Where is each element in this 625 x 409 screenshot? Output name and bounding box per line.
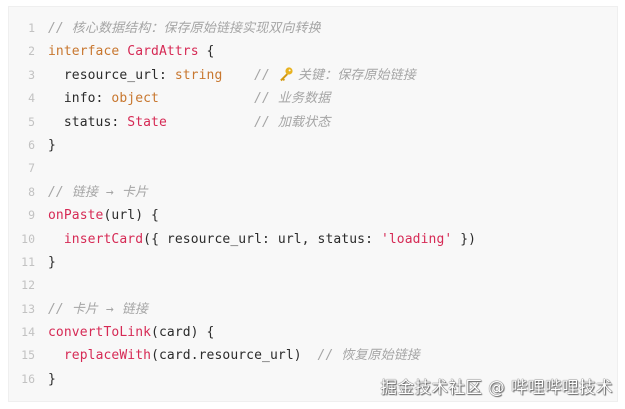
code-token (167, 115, 254, 130)
comment-token: // (254, 67, 278, 83)
line-code: resource_url: string // 关键：保存原始链接 (48, 64, 416, 87)
line-code: // 卡片 → 链接 (48, 298, 148, 321)
comment-token: // 业务数据 (254, 91, 331, 107)
code-token: resource_url: (48, 67, 175, 83)
code-token: info: (48, 91, 112, 107)
code-token: } (48, 371, 56, 387)
line-code: } (48, 134, 56, 157)
comment-token: 关键：保存原始链接 (297, 67, 416, 83)
keyword-token: object (111, 91, 159, 107)
code-line: 14 convertToLink(card) { (9, 321, 476, 344)
code-token: status: (48, 114, 128, 130)
line-code: onPaste(url) { (48, 204, 159, 227)
line-code: replaceWith(card.resource_url) // 恢复原始链接 (48, 344, 420, 367)
key-icon (278, 66, 294, 82)
line-number: 3 (28, 67, 35, 82)
line-number: 11 (21, 254, 35, 269)
code-token: (card.resource_url) (151, 348, 318, 364)
watermark: 掘金技术社区 @ 哔哩哔哩技术 (380, 378, 613, 397)
function-token: convertToLink (48, 325, 152, 341)
code-line: 8 // 链接 → 卡片 (9, 181, 476, 204)
code-block: 1 // 核心数据结构：保存原始链接实现双向转换 2 interface CardAt… (8, 6, 618, 402)
code-token (159, 91, 254, 106)
line-number: 8 (28, 184, 35, 199)
line-code: convertToLink(card) { (48, 321, 214, 344)
function-token: replaceWith (63, 348, 152, 364)
line-code: // 链接 → 卡片 (48, 181, 148, 204)
comment-token: // 加载状态 (254, 114, 331, 130)
line-number: 13 (21, 301, 35, 316)
line-number: 9 (28, 208, 35, 223)
comment-token: // 恢复原始链接 (317, 348, 420, 364)
line-number: 7 (28, 161, 35, 176)
code-token: { (198, 44, 215, 60)
line-number: 6 (28, 137, 35, 152)
code-token: } (48, 254, 56, 270)
code-token: ({ resource_url: url, status: (143, 231, 381, 247)
line-number: 10 (21, 231, 35, 246)
line-number: 15 (21, 348, 35, 363)
code-token: }) (452, 231, 477, 247)
code-token (222, 68, 254, 83)
code-line: 4 info: object // 业务数据 (9, 87, 476, 110)
code-lines: 1 // 核心数据结构：保存原始链接实现双向转换 2 interface CardAt… (9, 17, 476, 391)
code-token: (card) { (151, 325, 215, 341)
line-code: } (48, 251, 56, 274)
code-line: 3 resource_url: string // 关键：保存原始链接 (9, 64, 476, 87)
line-number: 4 (28, 91, 35, 106)
string-token: 'loading' (380, 231, 453, 247)
code-line: 10 insertCard({ resource_url: url, statu… (9, 228, 476, 251)
function-token: onPaste (48, 208, 104, 224)
line-code: status: State // 加载状态 (48, 111, 330, 134)
line-code: insertCard({ resource_url: url, status: … (48, 228, 476, 251)
code-line: 6} (9, 134, 476, 157)
keyword-token: string (174, 67, 223, 83)
code-line: 16} (9, 368, 476, 391)
line-number: 14 (21, 325, 35, 340)
line-code: // 核心数据结构：保存原始链接实现双向转换 (48, 17, 321, 40)
code-line: 9 onPaste(url) { (9, 204, 476, 227)
code-line: 12 (9, 274, 476, 297)
code-line: 11} (9, 251, 476, 274)
line-code: info: object // 业务数据 (48, 87, 330, 110)
code-line: 1 // 核心数据结构：保存原始链接实现双向转换 (9, 17, 476, 40)
code-token: (url) { (103, 208, 159, 224)
type-token: CardAttrs (127, 44, 199, 60)
comment-token: // 链接 → 卡片 (48, 184, 148, 200)
code-line: 15 replaceWith(card.resource_url) // 恢复原… (9, 344, 476, 367)
code-line: 7 (9, 157, 476, 180)
line-number: 2 (28, 44, 35, 59)
line-number: 1 (28, 21, 35, 35)
type-token: State (127, 114, 167, 130)
code-line: 13 // 卡片 → 链接 (9, 298, 476, 321)
comment-token: // 核心数据结构：保存原始链接实现双向转换 (48, 21, 321, 36)
comment-token: // 卡片 → 链接 (48, 301, 148, 317)
line-number: 12 (21, 278, 35, 293)
code-token (48, 348, 64, 363)
code-line: 5 status: State // 加载状态 (9, 111, 476, 134)
keyword-token: interface (48, 44, 120, 60)
line-number: 5 (28, 114, 35, 129)
line-number: 16 (21, 371, 35, 386)
line-code: interface CardAttrs { (48, 40, 214, 63)
code-line: 2 interface CardAttrs { (9, 40, 476, 63)
line-code: } (48, 368, 56, 391)
function-token: insertCard (63, 231, 144, 247)
code-token (48, 232, 64, 247)
code-token: } (48, 137, 56, 153)
